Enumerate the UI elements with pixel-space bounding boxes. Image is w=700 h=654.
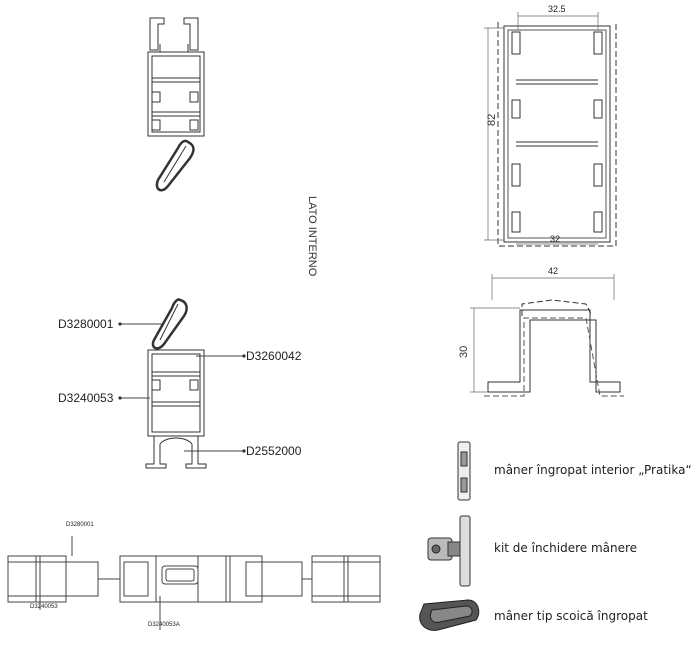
dim-profile-height: 82	[486, 113, 498, 126]
legend-lock-kit-label: kit de închidere mânere	[494, 541, 638, 555]
profile-elevation	[497, 22, 617, 247]
callout-small-mid: D3240053A	[148, 622, 180, 628]
callout-d3280001: D3280001	[58, 317, 114, 331]
dim-top-width: 32.5	[548, 4, 566, 14]
profile-section-top	[147, 17, 205, 192]
dimension-lines-channel	[470, 274, 615, 393]
dimension-lines-profile	[484, 12, 599, 245]
callout-d2552000: D2552000	[246, 444, 302, 458]
side-label: LATO INTERNO	[306, 196, 318, 277]
profile-section-middle	[145, 298, 207, 469]
legend-pratika-label: mâner îngropat interior „Pratika“	[494, 463, 692, 477]
callout-leaders	[120, 323, 244, 452]
horizontal-assembly	[7, 536, 381, 630]
callout-d3260042: D3260042	[246, 349, 302, 363]
channel-profile	[484, 299, 624, 397]
callout-small-top: D3280001	[66, 522, 94, 528]
recessed-shell-handle-icon	[419, 599, 480, 631]
dim-channel-width: 42	[548, 266, 559, 276]
handle-lock-kit-icon	[427, 515, 471, 587]
callout-small-left: D3240053	[30, 604, 58, 610]
recessed-handle-pratika-icon	[457, 441, 471, 501]
callout-d3240053: D3240053	[58, 391, 114, 405]
dim-channel-height: 30	[458, 345, 470, 358]
legend-shell-handle-label: mâner tip scoică îngropat	[494, 609, 648, 623]
dim-bottom-width: 32	[550, 234, 561, 244]
